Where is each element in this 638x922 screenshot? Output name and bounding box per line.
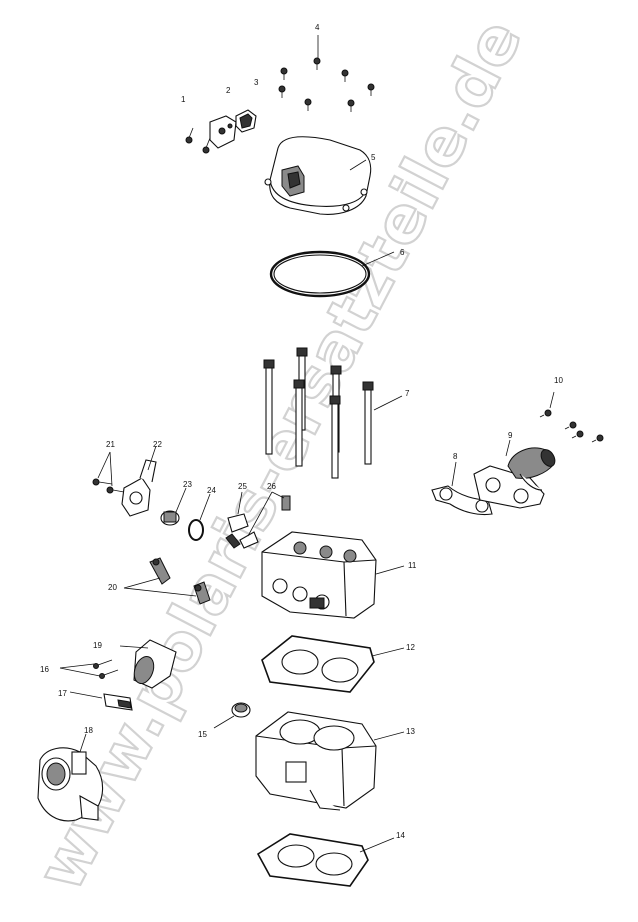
callout-24: 24 (207, 486, 216, 495)
callout-9: 9 (508, 431, 513, 440)
callout-23: 23 (183, 480, 192, 489)
callout-6: 6 (400, 248, 405, 257)
part-13-cylinder-block (255, 711, 405, 811)
callout-7: 7 (405, 389, 410, 398)
part-10-bolts (539, 391, 604, 443)
part-26-fittings (239, 491, 291, 549)
part-18-throttle-body (37, 733, 104, 822)
part-22-thermostat-housing (121, 445, 157, 517)
callout-11: 11 (408, 561, 417, 570)
part-11-cylinder-head (261, 531, 405, 619)
part-1-bolts (185, 127, 211, 154)
part-6-gasket (269, 250, 395, 298)
callout-8: 8 (453, 452, 458, 461)
part-20-sensors (123, 557, 211, 605)
callout-14: 14 (396, 831, 405, 840)
callout-4: 4 (315, 23, 320, 32)
callout-10: 10 (554, 376, 563, 385)
part-12-head-gasket (261, 635, 405, 693)
callout-5: 5 (371, 153, 376, 162)
callout-13: 13 (406, 727, 415, 736)
part-24-o-ring (188, 493, 211, 541)
callout-2: 2 (226, 86, 231, 95)
callout-25: 25 (238, 482, 247, 491)
part-15-plug (213, 702, 251, 729)
callout-22: 22 (153, 440, 162, 449)
callout-21: 21 (106, 440, 115, 449)
part-25-temp-sensor (225, 491, 249, 549)
callout-20: 20 (108, 583, 117, 592)
part-2-bracket (209, 115, 237, 149)
part-19-intake-boot (119, 639, 177, 689)
part-16-screws (59, 659, 119, 679)
callout-16: 16 (40, 665, 49, 674)
callout-26: 26 (267, 482, 276, 491)
callout-3: 3 (254, 78, 259, 87)
callout-12: 12 (406, 643, 415, 652)
callout-18: 18 (84, 726, 93, 735)
part-9-exhaust-manifold (473, 439, 556, 509)
part-3-cap (235, 109, 257, 133)
callout-15: 15 (198, 730, 207, 739)
part-21-bolts (92, 451, 125, 494)
part-14-base-gasket (256, 833, 395, 887)
callout-labels: 1 2 3 4 5 6 7 8 9 10 11 12 13 14 15 16 1… (40, 23, 563, 840)
callout-19: 19 (93, 641, 102, 650)
part-4-bolts (278, 35, 375, 112)
callout-1: 1 (181, 95, 186, 104)
part-7-head-bolts (263, 347, 403, 479)
part-17-tube (69, 691, 133, 711)
part-5-valve-cover (264, 136, 372, 215)
part-23-thermostat (160, 487, 187, 526)
callout-17: 17 (58, 689, 67, 698)
